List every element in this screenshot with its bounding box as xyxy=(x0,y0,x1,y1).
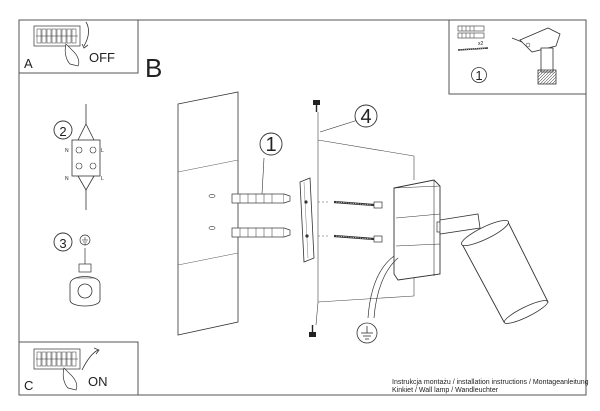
guide-lines xyxy=(315,112,415,326)
terminal-label-l: L xyxy=(101,176,104,182)
wall-illustration xyxy=(177,91,239,336)
panel-a-letter: A xyxy=(24,56,33,71)
terminal-label-n: N xyxy=(65,176,69,182)
panel-c: C ON xyxy=(18,341,139,396)
fuse-box-icon xyxy=(33,348,81,370)
wall-hole xyxy=(208,194,216,198)
wall-plug xyxy=(231,193,291,204)
wiring-callout-number: 2 xyxy=(59,124,66,139)
footer-line-1: Instrukcja montażu / installation instru… xyxy=(392,379,589,386)
wiring-callout-circle xyxy=(53,120,73,140)
switch-up-arrow-icon xyxy=(81,349,99,371)
wall-plugs-callout-circle xyxy=(259,132,283,156)
footer-line-2: Kinkiet / Wall lamp / Wandleuchter xyxy=(392,387,499,394)
lamp-shade xyxy=(439,213,549,324)
kit-callout-number: 1 xyxy=(475,68,482,83)
earth-terminal xyxy=(69,234,101,307)
fuse-box-icon xyxy=(33,25,81,47)
earth-callout-number: 3 xyxy=(59,236,66,251)
terminal-label-n: N xyxy=(65,148,69,154)
mount-plate-callout-number: 4 xyxy=(360,106,371,128)
bottom-screw-icon xyxy=(309,325,316,337)
kit-panel: x2 1 xyxy=(448,19,587,95)
ground-symbol-icon xyxy=(356,322,378,344)
long-screw xyxy=(318,234,383,243)
drill-icon xyxy=(511,27,561,85)
ground-wire xyxy=(367,255,399,319)
hand-icon xyxy=(62,367,78,391)
callout-leader xyxy=(319,119,359,133)
mounting-plate xyxy=(299,177,315,263)
screw-icon xyxy=(457,47,489,51)
panel-a: A OFF xyxy=(18,19,139,74)
wall-hole xyxy=(208,226,216,230)
switch-down-arrow-icon xyxy=(83,21,89,47)
long-screw xyxy=(318,200,383,209)
kit-quantity: x2 xyxy=(478,41,484,47)
hand-icon xyxy=(64,43,80,67)
mount-plate-callout-circle xyxy=(354,104,378,128)
wall-plugs-callout-number: 1 xyxy=(265,134,276,156)
callout-leader xyxy=(261,157,265,195)
kit-callout-circle xyxy=(471,67,487,83)
terminal-label-l: L xyxy=(101,148,104,154)
panel-c-state: ON xyxy=(88,374,108,389)
earth-callout-circle xyxy=(53,232,73,252)
wall-plug-icon xyxy=(457,25,485,39)
terminal-block: N L N L xyxy=(65,104,104,210)
panel-b-letter: B xyxy=(145,53,162,83)
wall-plug xyxy=(231,227,291,238)
sheet-border xyxy=(18,19,587,396)
panel-c-letter: C xyxy=(24,378,33,393)
kit-panel-frame xyxy=(448,19,587,95)
panel-a-state: OFF xyxy=(89,50,115,65)
lamp-body xyxy=(393,179,444,281)
top-screw-icon xyxy=(313,100,320,112)
